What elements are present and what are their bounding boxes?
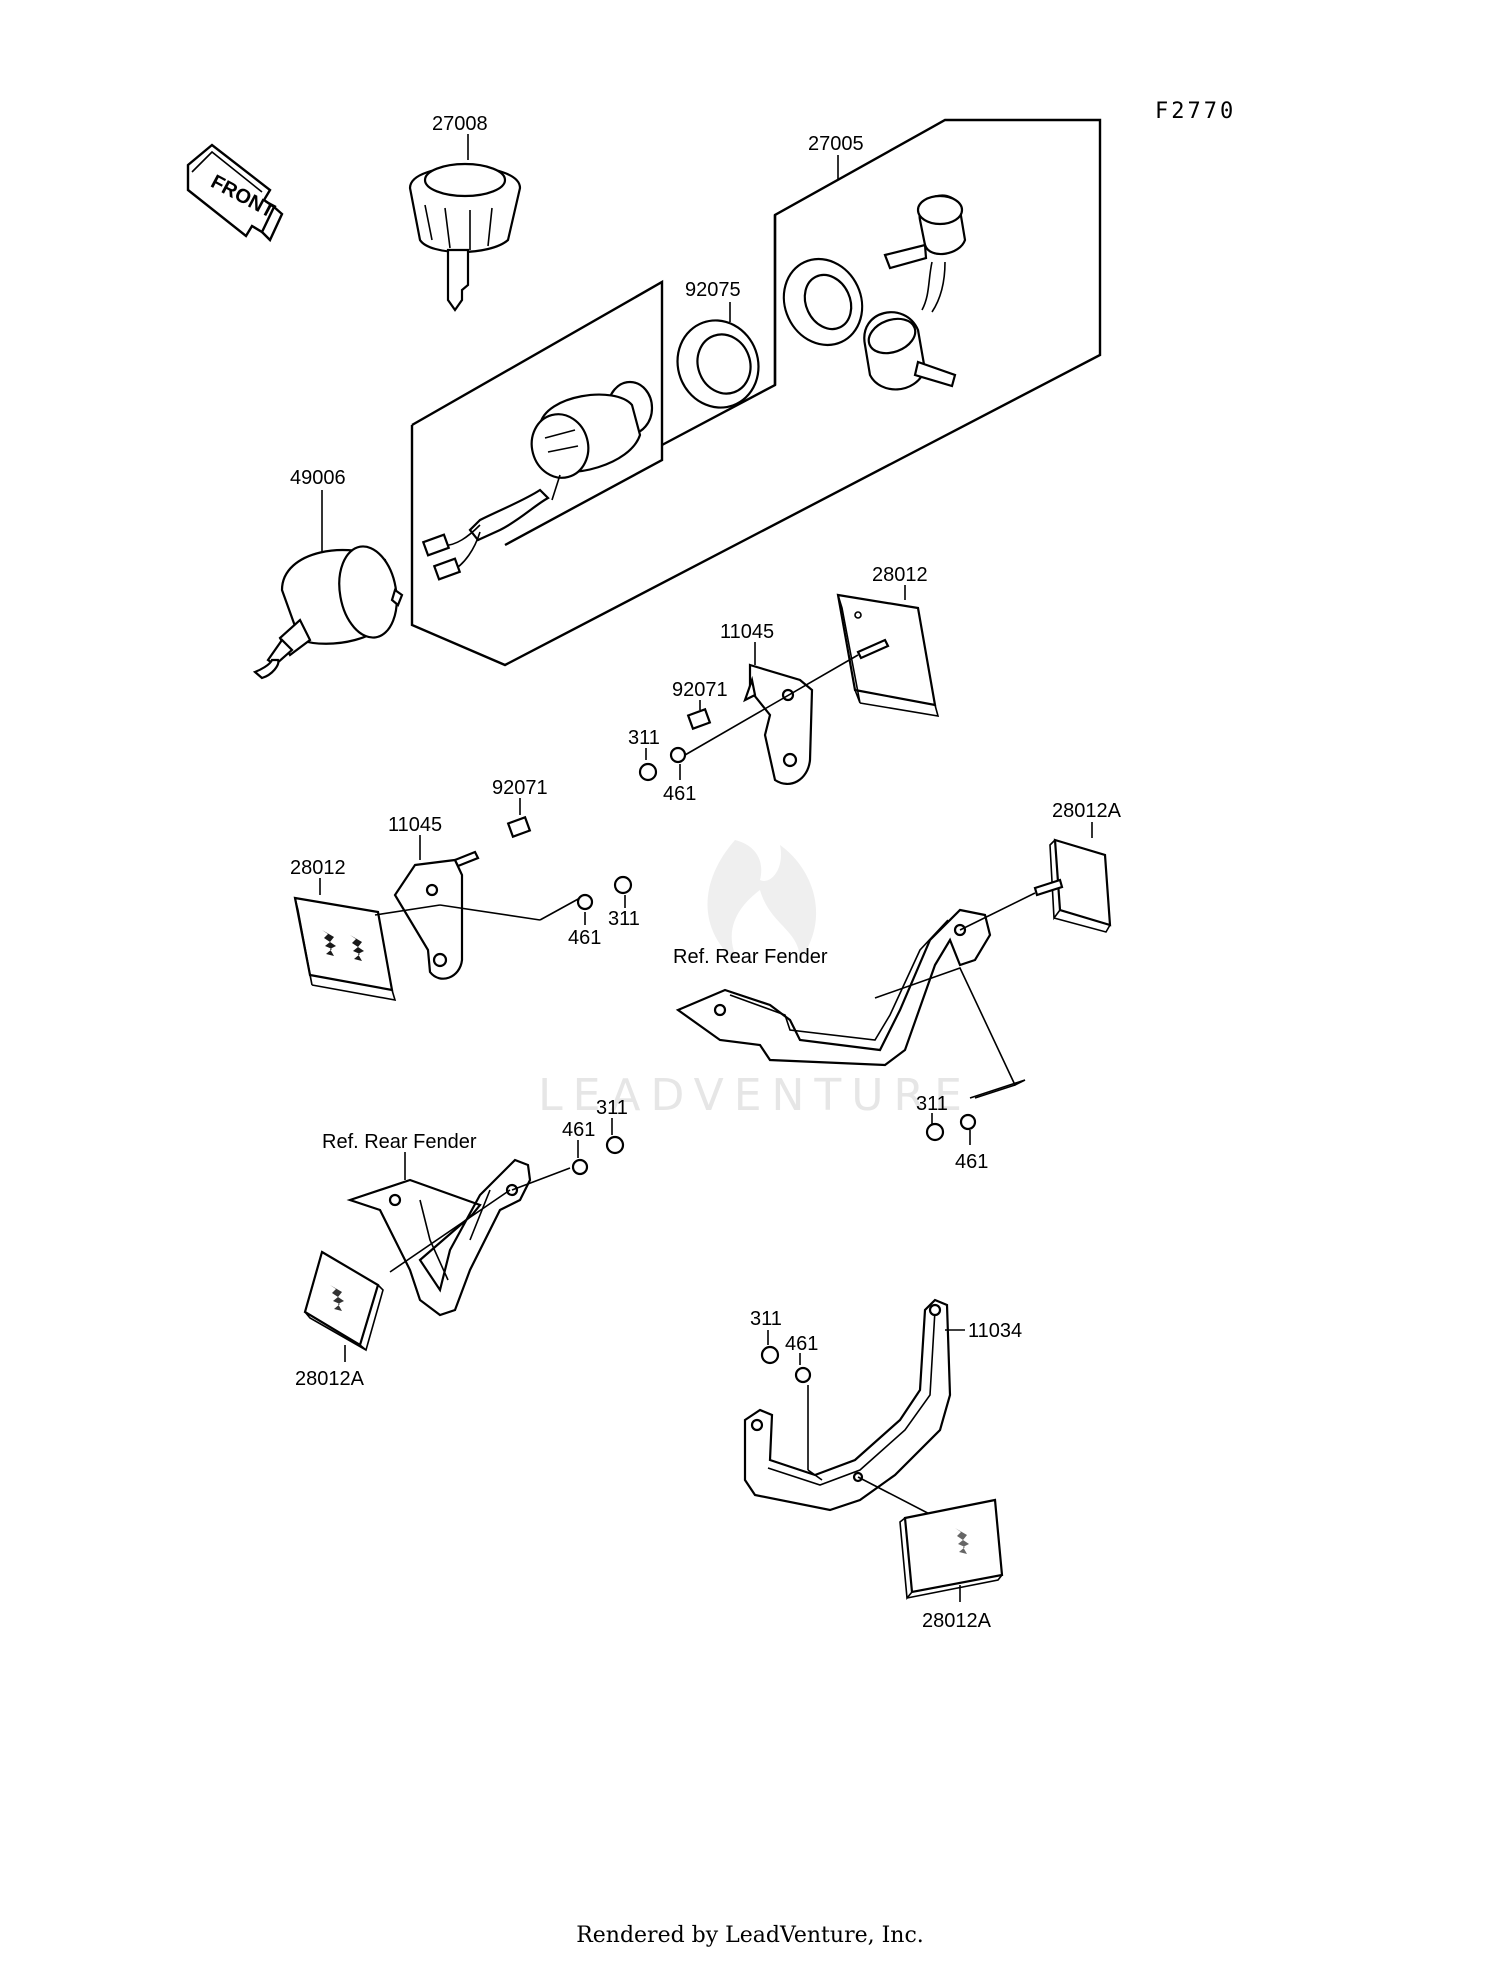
label-92075: 92075 <box>685 279 741 301</box>
horn-49006 <box>252 490 404 680</box>
nut-92071-left <box>506 798 532 839</box>
label-311-left: 311 <box>608 908 640 930</box>
rear-fender-bracket-right <box>675 892 1036 1099</box>
label-11045-upper: 11045 <box>720 621 774 643</box>
label-ref-rear-fender-left: Ref. Rear Fender <box>322 1131 477 1153</box>
reflector-28012A-left <box>303 1250 384 1362</box>
label-11045-left: 11045 <box>388 814 442 836</box>
label-28012A-bottom: 28012A <box>922 1610 992 1632</box>
label-28012A-right: 28012A <box>1052 800 1122 822</box>
front-arrow-icon: FRONT <box>186 143 284 243</box>
key-set-27005 <box>782 155 967 391</box>
label-ref-rear-fender-right: Ref. Rear Fender <box>673 946 828 968</box>
reflector-28012-upper <box>836 585 940 717</box>
label-461-upper: 461 <box>663 783 696 805</box>
reflector-28012A-bottom <box>899 1498 1004 1602</box>
nut-92071-upper <box>686 700 712 731</box>
label-49006: 49006 <box>290 467 346 489</box>
nut-311-left <box>613 875 633 908</box>
washer-461-bottom <box>794 1353 812 1384</box>
ignition-switch <box>421 380 654 581</box>
label-28012A-left: 28012A <box>295 1368 365 1390</box>
label-27008: 27008 <box>432 113 488 135</box>
label-92071-upper: 92071 <box>672 679 728 701</box>
washer-461-left <box>576 893 594 925</box>
label-461-right: 461 <box>955 1151 988 1173</box>
diagram-code: F2770 <box>1155 99 1236 124</box>
nut-311-upper <box>638 748 658 782</box>
ignition-switch-group-outline <box>410 118 1102 667</box>
label-311-right: 311 <box>916 1093 948 1115</box>
washer-461-lower-left <box>571 1140 589 1176</box>
washer-461-upper <box>669 746 687 780</box>
label-27005: 27005 <box>808 133 864 155</box>
seal-92075 <box>676 302 760 409</box>
label-92071-left: 92071 <box>492 777 548 799</box>
nut-311-lower-left <box>605 1118 625 1155</box>
bracket-11045-left <box>374 835 581 980</box>
label-461-lower-left: 461 <box>562 1119 595 1141</box>
watermark: LEADVENTURE <box>538 840 972 1121</box>
label-461-bottom: 461 <box>785 1333 818 1355</box>
bracket-11034 <box>743 1298 965 1523</box>
reflector-28012-left <box>293 878 397 1002</box>
nut-311-bottom <box>760 1330 780 1365</box>
reflector-28012A-right <box>1033 822 1112 933</box>
bracket-11045-upper <box>684 642 859 786</box>
key-27008 <box>408 134 522 312</box>
label-28012-left: 28012 <box>290 857 346 879</box>
nut-311-right <box>925 1113 945 1142</box>
rear-fender-bracket-left <box>346 1152 571 1317</box>
label-311-bottom: 311 <box>750 1308 782 1330</box>
part-labels: 27008 27005 92075 49006 28012 11045 9207… <box>290 113 1122 1632</box>
label-11034: 11034 <box>968 1320 1022 1342</box>
watermark-text: LEADVENTURE <box>538 1070 972 1121</box>
label-311-lower-left: 311 <box>596 1097 628 1119</box>
washer-461-right <box>959 1113 977 1145</box>
label-461-left: 461 <box>568 927 601 949</box>
label-28012-upper: 28012 <box>872 564 928 586</box>
label-311-upper: 311 <box>628 727 660 749</box>
footer-credit: Rendered by LeadVenture, Inc. <box>576 1923 924 1948</box>
